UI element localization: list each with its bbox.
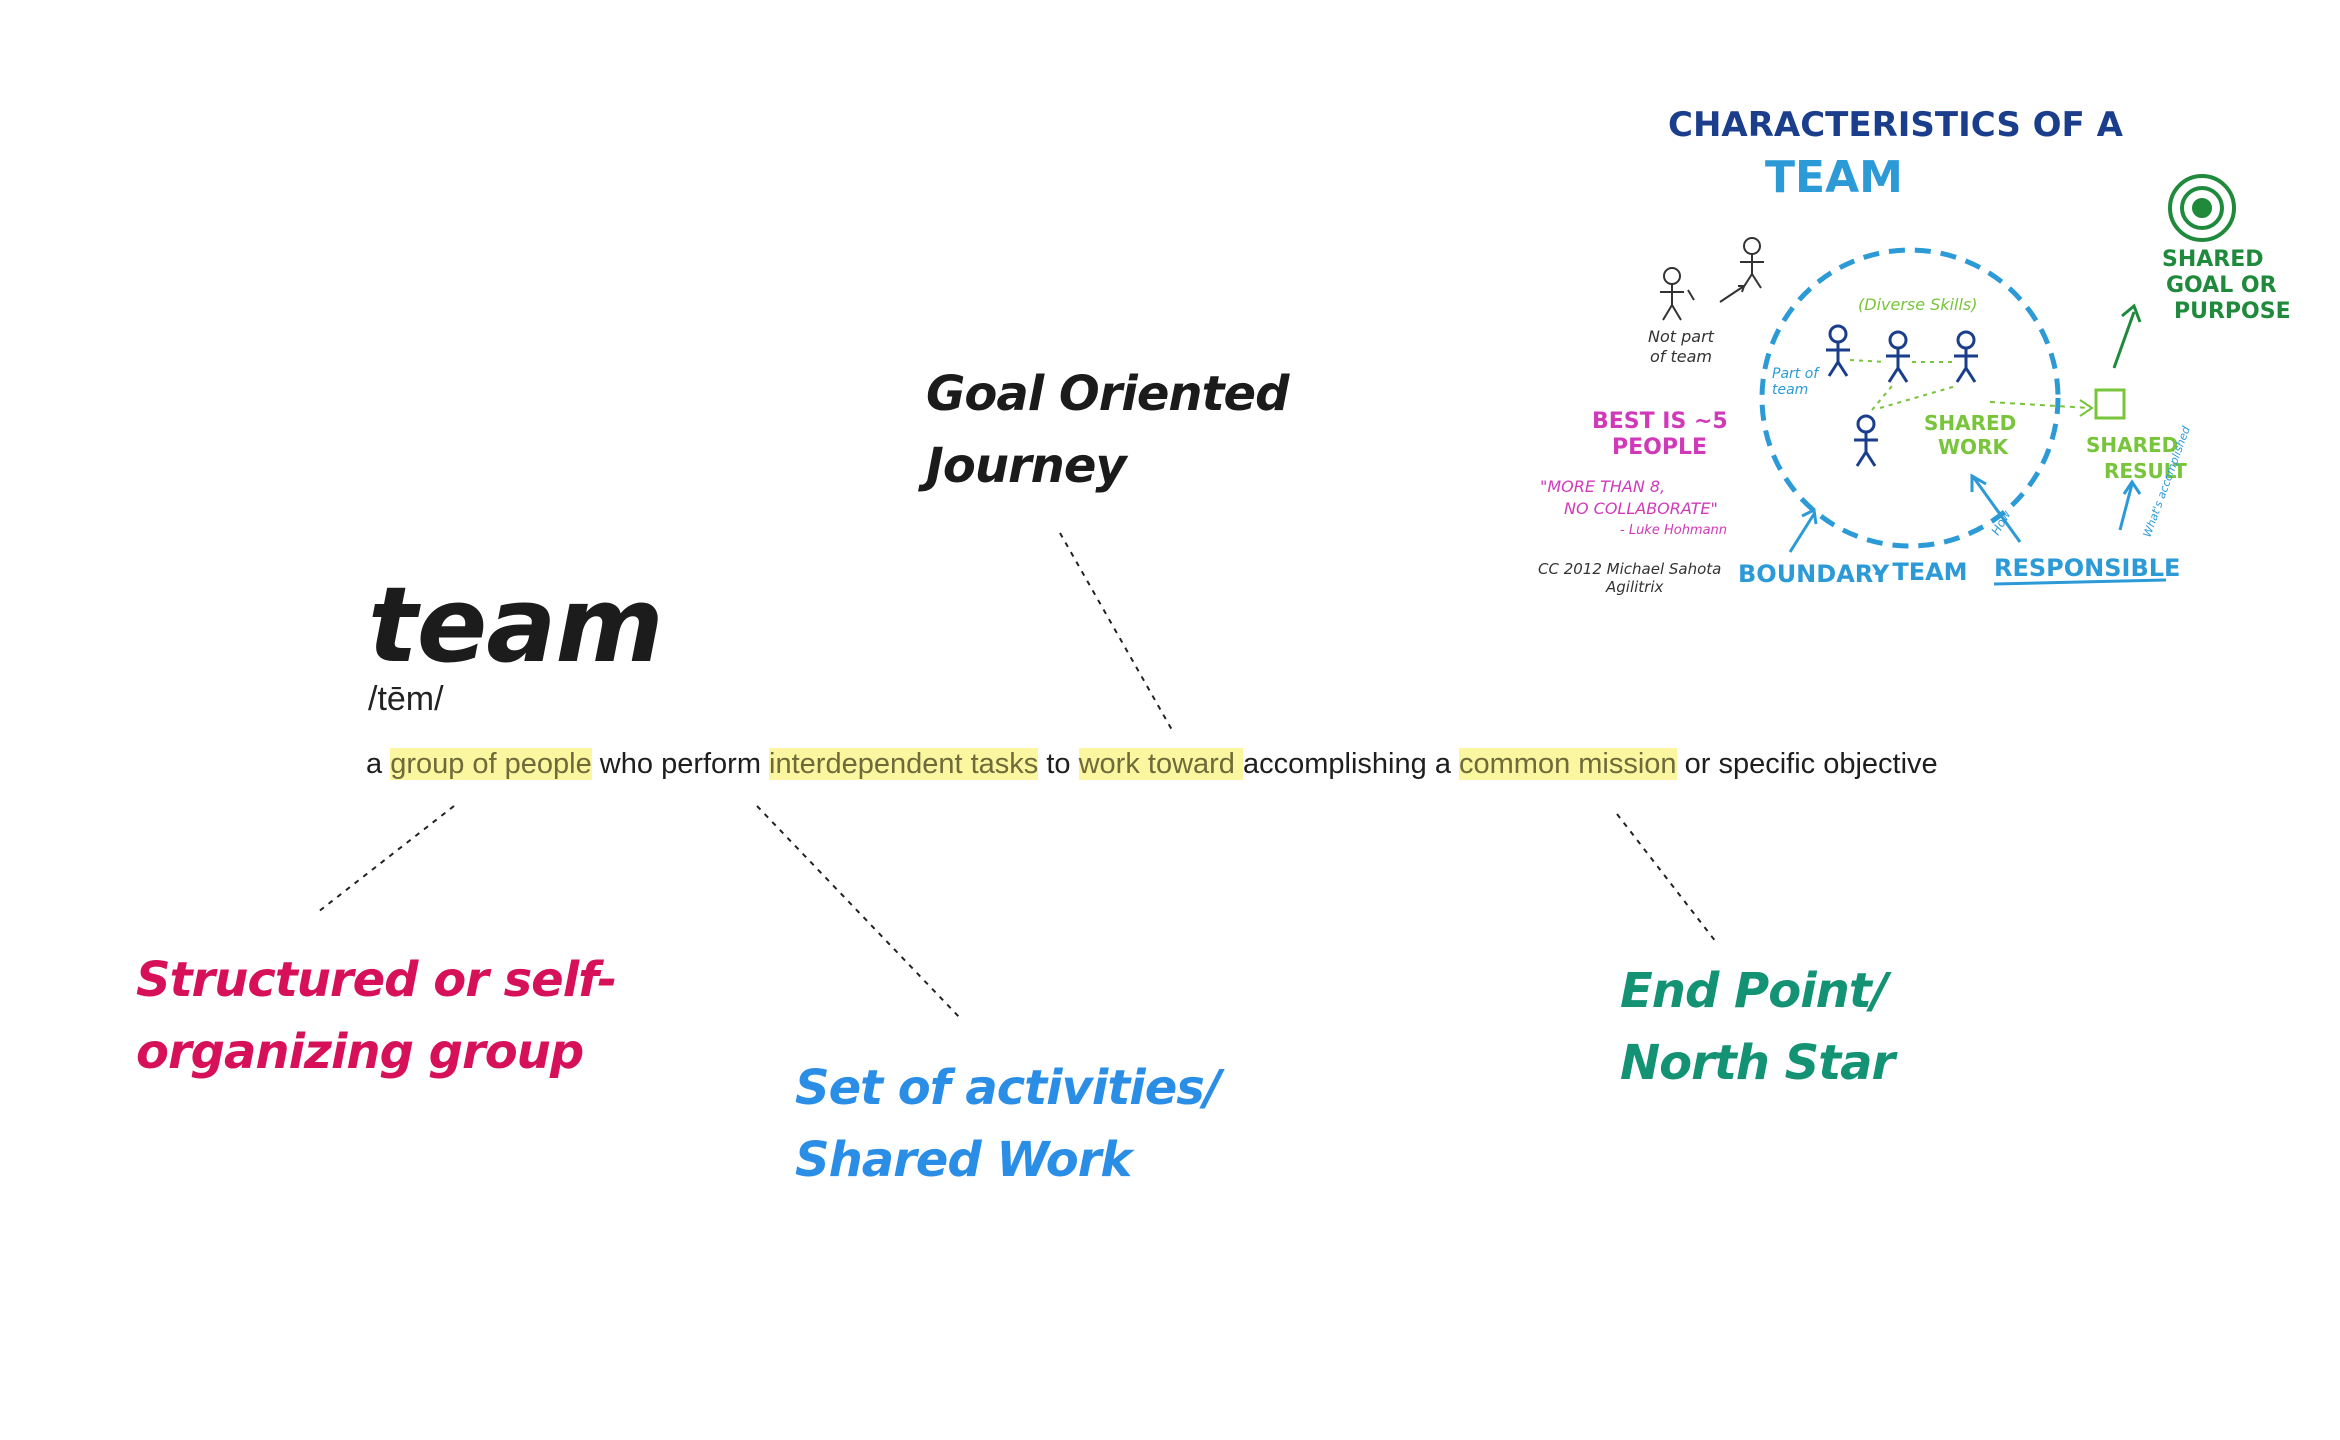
north-star-note: End Point/ North Star <box>1620 955 1894 1099</box>
tasks-note-line2: Shared Work <box>795 1124 1220 1196</box>
goal-note-line1: Goal Oriented <box>926 358 1288 430</box>
sketch-quote-1: "MORE THAN 8, <box>1540 477 1665 496</box>
connector-tasks <box>757 806 962 1020</box>
highlight-interdependent-tasks: interdependent tasks <box>769 748 1038 780</box>
sketch-title-line1: CHARACTERISTICS OF A <box>1668 105 2124 145</box>
mission-note-line2: North Star <box>1620 1027 1894 1099</box>
highlight-group-of-people: group of people <box>390 748 592 780</box>
dictionary-word: team <box>368 570 663 680</box>
sketch-credit-2: Agilitrix <box>1605 578 1664 596</box>
team-characteristics-sketch: CHARACTERISTICS OF A TEAM Not part of te… <box>1520 90 2290 610</box>
sketch-shared-goal-3: PURPOSE <box>2174 299 2290 324</box>
sketch-shared-goal-2: GOAL OR <box>2166 273 2277 298</box>
sketch-responsible: RESPONSIBLE <box>1994 554 2180 582</box>
shared-result-icon <box>2096 390 2124 418</box>
connector-mission <box>1617 814 1716 942</box>
sketch-credit-1: CC 2012 Michael Sahota <box>1538 560 1721 578</box>
definition-segment: who perform <box>592 748 769 780</box>
sketch-quote-3: - Luke Hohmann <box>1620 523 1727 538</box>
group-note-line1: Structured or self- <box>136 944 616 1016</box>
definition-segment: a <box>366 748 390 780</box>
sketch-shared-work-2: WORK <box>1938 435 2009 459</box>
mission-note-line1: End Point/ <box>1620 955 1894 1027</box>
outside-people-icon <box>1660 238 1764 320</box>
highlight-common-mission: common mission <box>1459 748 1677 780</box>
sketch-team: - TEAM <box>1874 558 1968 586</box>
sketch-not-part-1: Not part <box>1648 327 1715 346</box>
definition-segment: or specific objective <box>1677 748 1938 780</box>
sketch-part-of-1: Part of <box>1772 366 1820 382</box>
sketch-shared-work-1: SHARED <box>1924 411 2016 435</box>
connector-group <box>318 806 454 912</box>
group-note: Structured or self- organizing group <box>136 944 616 1088</box>
sketch-diverse-skills: (Diverse Skills) <box>1858 295 1978 314</box>
shared-work-note: Set of activities/ Shared Work <box>795 1052 1220 1196</box>
definition-segment: to <box>1038 748 1078 780</box>
sketch-shared-result-1: SHARED <box>2086 433 2178 457</box>
sketch-how: How <box>1988 508 2013 538</box>
goal-note-line2: Journey <box>926 430 1288 502</box>
goal-oriented-note: Goal Oriented Journey <box>926 358 1288 502</box>
sketch-best-is-2: PEOPLE <box>1612 435 1707 460</box>
pronunciation: /tēm/ <box>368 680 444 719</box>
definition-segment: accomplishing a <box>1243 748 1459 780</box>
sketch-quote-2: NO COLLABORATE" <box>1564 499 1718 518</box>
definition-text: a group of people who perform interdepen… <box>366 748 1938 781</box>
skill-links <box>1850 360 1956 410</box>
sketch-shared-goal-1: SHARED <box>2162 247 2264 272</box>
sketch-boundary: BOUNDARY <box>1738 560 1890 588</box>
sketch-not-part-2: of team <box>1650 347 1712 366</box>
arrow-to-result <box>1990 402 2090 408</box>
tasks-note-line1: Set of activities/ <box>795 1052 1220 1124</box>
sketch-title-line2: TEAM <box>1765 152 1903 203</box>
group-note-line2: organizing group <box>136 1016 616 1088</box>
sketch-part-of-2: team <box>1772 382 1808 398</box>
connector-goal <box>1060 533 1172 730</box>
highlight-work-toward: work toward <box>1079 748 1243 780</box>
sketch-best-is-1: BEST IS ~5 <box>1592 409 1728 434</box>
target-icon <box>2170 176 2234 240</box>
